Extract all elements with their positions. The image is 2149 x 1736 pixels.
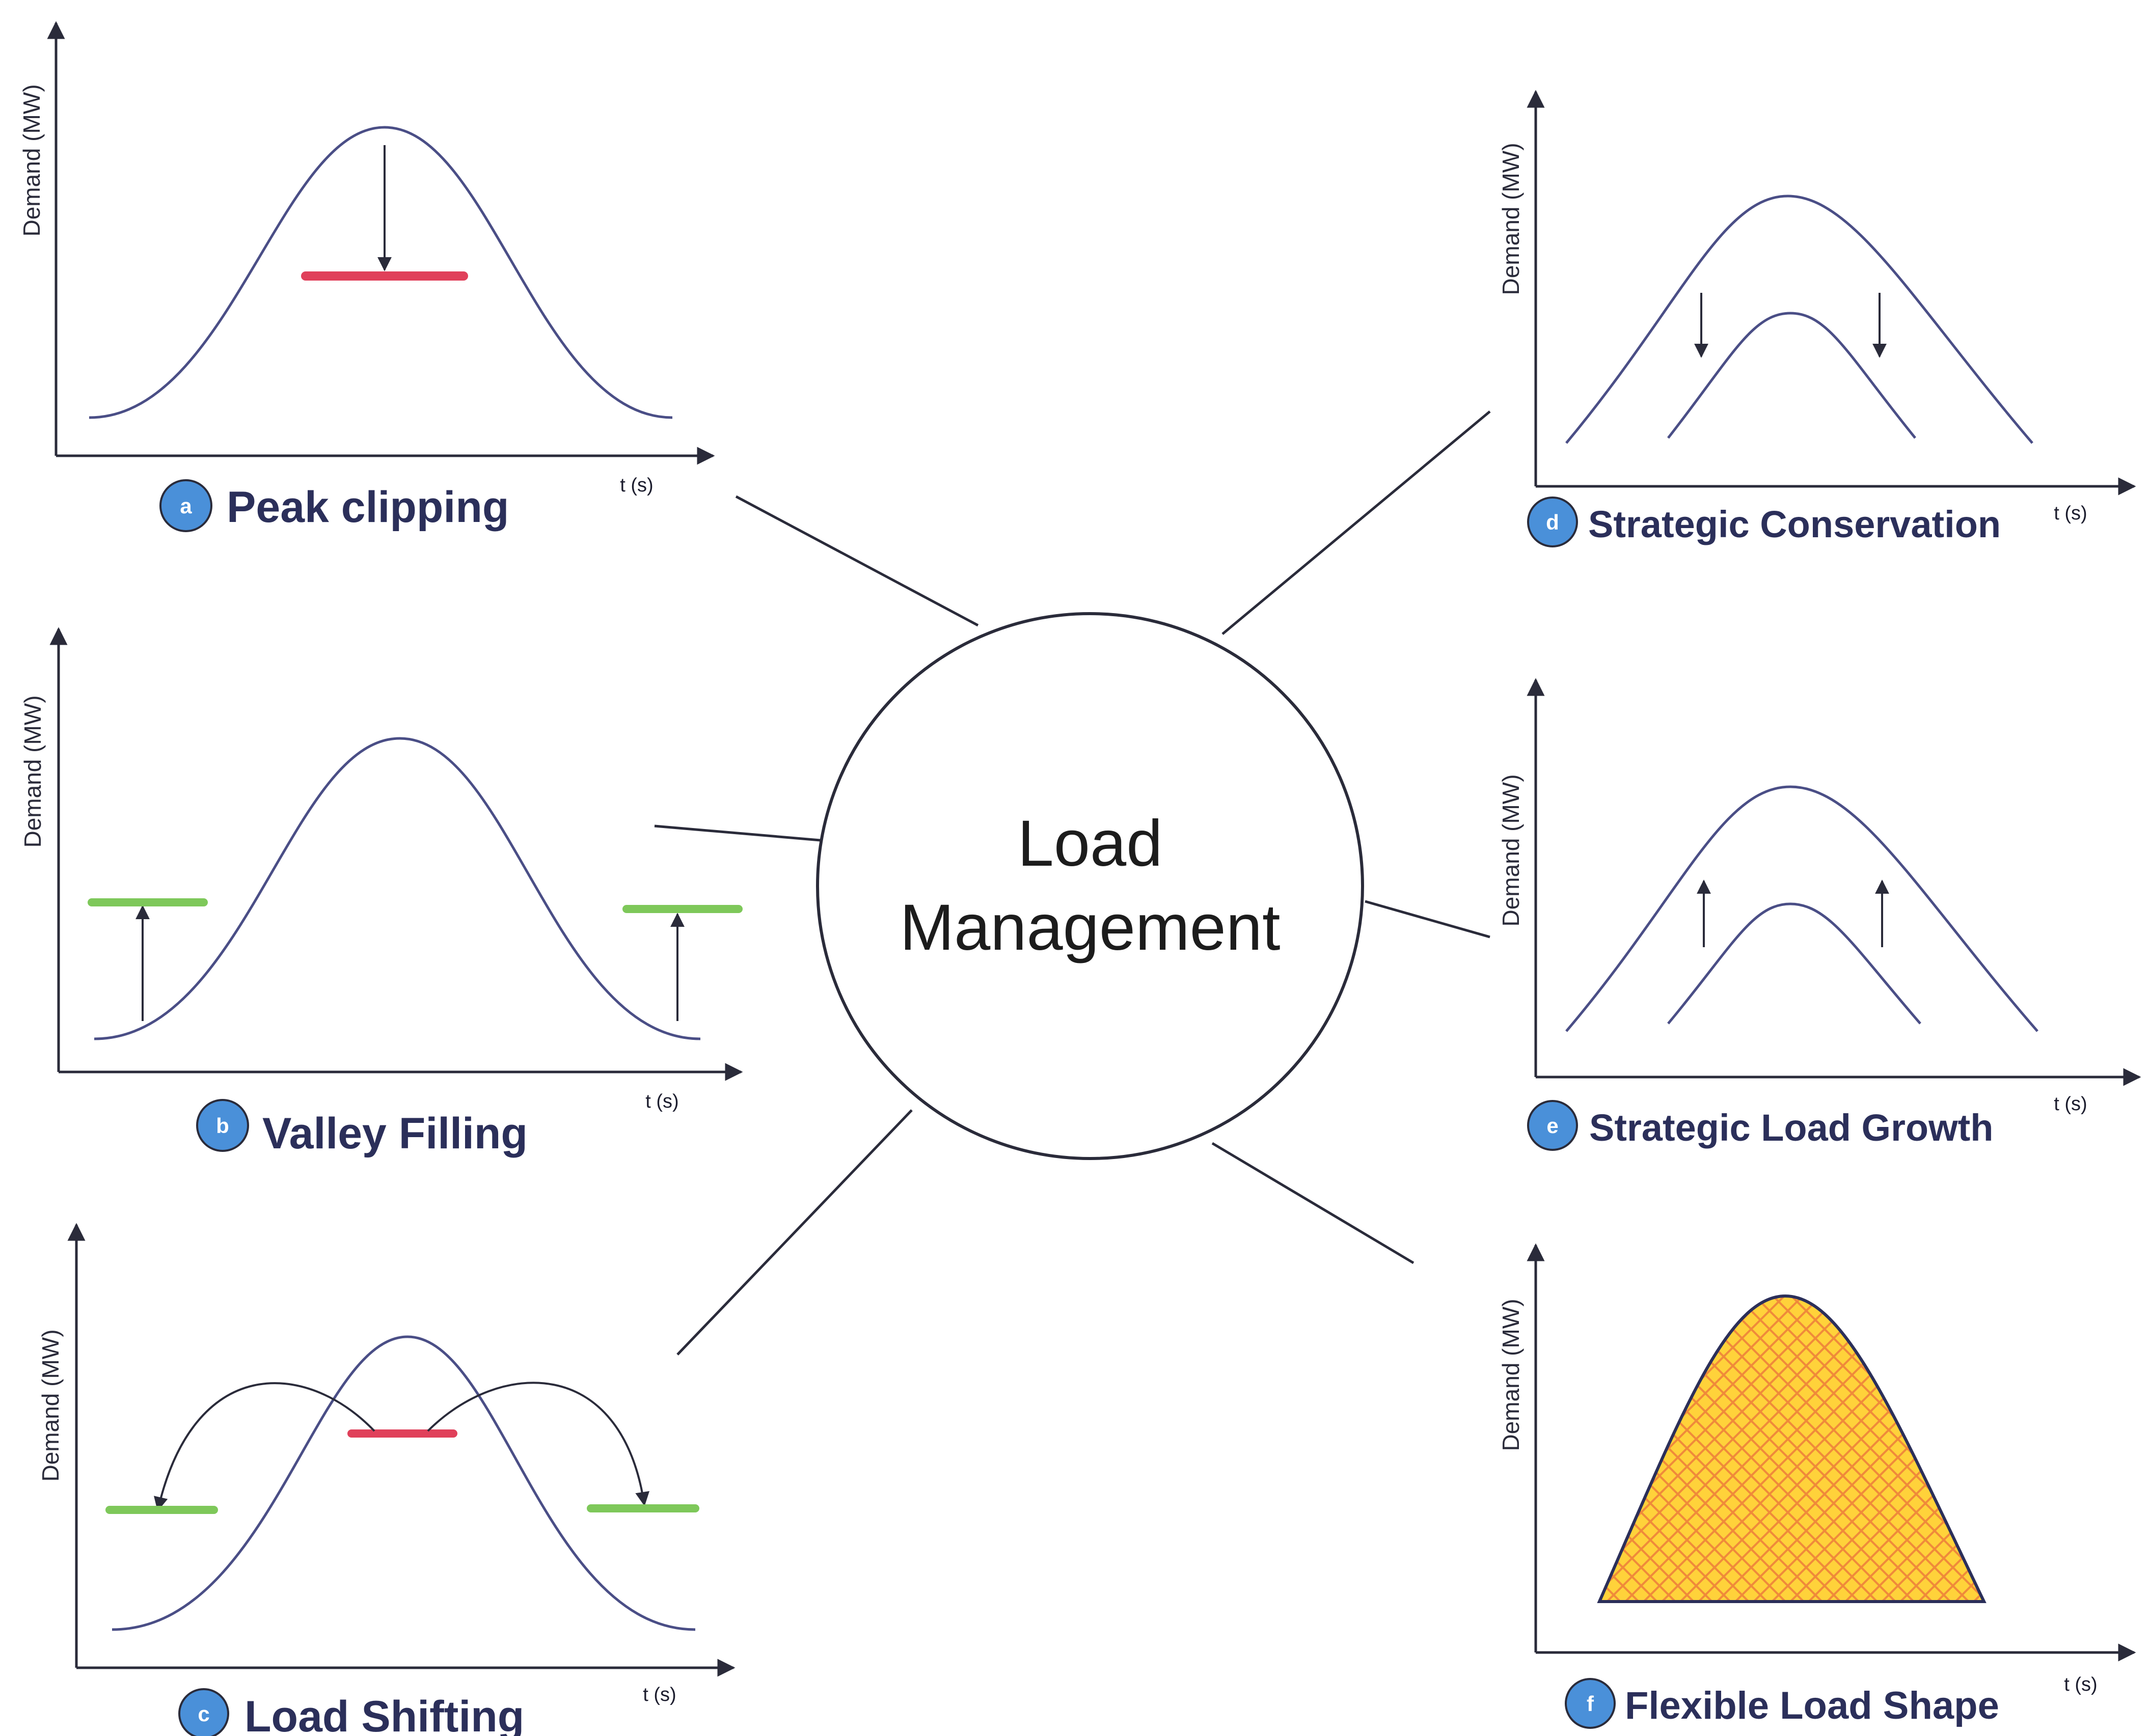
- badge-d: [1527, 497, 1578, 547]
- x-axis-label: t (s): [643, 1684, 676, 1705]
- y-axis-label: Demand (MW): [1498, 1299, 1524, 1451]
- y-axis-label: Demand (MW): [19, 695, 46, 847]
- center-node: Load Management: [816, 612, 1364, 1160]
- badge-e: [1527, 1100, 1578, 1151]
- y-axis-label: Demand (MW): [18, 84, 45, 236]
- grown-demand-curve: [1565, 785, 2038, 1032]
- badge-e-letter: e: [1546, 1114, 1558, 1138]
- panel-label-b: Valley Filling: [262, 1109, 528, 1158]
- original-demand-curve: [1565, 195, 2033, 444]
- x-axis-label: t (s): [2064, 1674, 2097, 1695]
- badge-b: [196, 1099, 249, 1152]
- x-axis-label: t (s): [620, 475, 653, 496]
- y-axis-label: Demand (MW): [1498, 774, 1524, 926]
- panel-label-d: Strategic Conservation: [1588, 503, 2001, 545]
- x-axis-label: t (s): [645, 1091, 678, 1112]
- x-axis-label: t (s): [2054, 1093, 2087, 1115]
- shift-arrow-left: [154, 1382, 375, 1511]
- original-demand-curve: [1667, 902, 1921, 1025]
- connector-d: [1221, 410, 1491, 635]
- reduced-demand-curve: [1667, 312, 1916, 439]
- panel-label-a: Peak clipping: [227, 483, 509, 532]
- badge-d-letter: d: [1546, 510, 1559, 534]
- x-axis-label: t (s): [2054, 503, 2087, 524]
- badge-a-letter: a: [180, 494, 192, 518]
- badge-f-letter: f: [1587, 1692, 1594, 1716]
- panel-strategic-load-growth: Demand (MW) t (s) e Strategic Load Growt…: [1498, 678, 2141, 1151]
- panel-label-c: Load Shifting: [244, 1692, 524, 1736]
- badge-f: [1565, 1678, 1616, 1729]
- badge-a: [159, 479, 212, 532]
- center-circle: [816, 612, 1364, 1160]
- panel-label-f: Flexible Load Shape: [1625, 1684, 1999, 1727]
- panel-valley-filling: Demand (MW) t (s) b Valley Filling: [19, 627, 743, 1158]
- panel-peak-clipping: Demand (MW) t (s) a Peak clipping: [18, 21, 715, 532]
- badge-c-letter: c: [198, 1702, 209, 1726]
- connector-b: [654, 824, 821, 842]
- center-title-line1: Load: [1018, 807, 1163, 880]
- panel-strategic-conservation: Demand (MW) t (s) d Strategic Conservati…: [1498, 90, 2136, 547]
- demand-curve: [94, 737, 701, 1040]
- y-axis-label: Demand (MW): [1498, 143, 1524, 295]
- shift-arrow-right: [427, 1382, 650, 1506]
- panel-load-shifting: Demand (MW) t (s) c Load Shifting: [37, 1223, 736, 1736]
- demand-curve: [112, 1335, 696, 1631]
- connector-a: [735, 495, 979, 627]
- y-axis-label: Demand (MW): [37, 1329, 64, 1481]
- connector-f: [1211, 1142, 1414, 1264]
- demand-curve: [89, 126, 673, 419]
- connectors: [654, 410, 1491, 1356]
- panel-flexible-load-shape: Demand (MW) t (s) f Flexible Load Shape: [1498, 1243, 2136, 1729]
- connector-e: [1365, 900, 1490, 939]
- flexible-load-area: [1597, 1294, 1987, 1603]
- badge-c: [178, 1688, 229, 1736]
- center-title-line2: Management: [900, 891, 1280, 964]
- badge-b-letter: b: [216, 1114, 229, 1138]
- panel-label-e: Strategic Load Growth: [1589, 1107, 1994, 1149]
- connector-c: [676, 1109, 913, 1356]
